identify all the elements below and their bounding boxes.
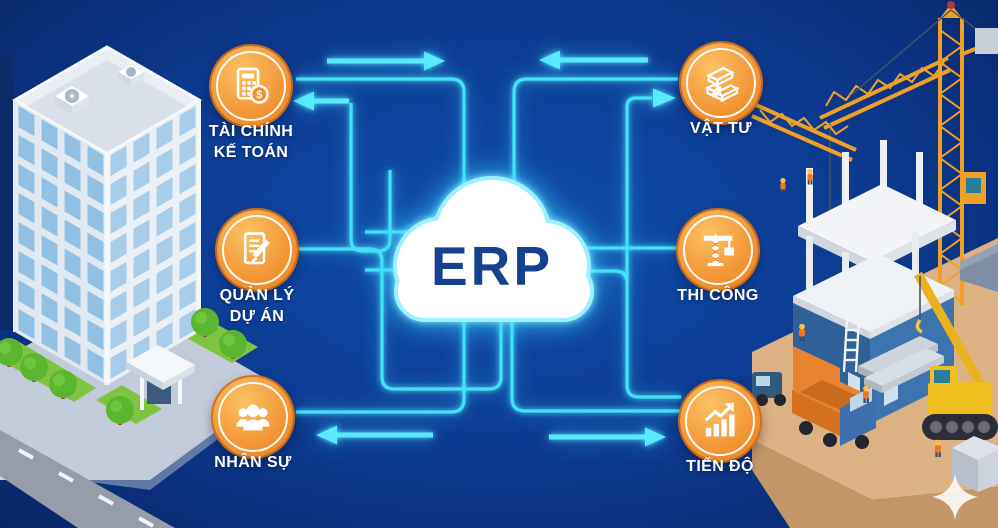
- document-pencil-icon: [243, 232, 270, 265]
- ladder: [842, 299, 862, 373]
- rooftop-ac-units: [55, 65, 144, 114]
- module-label-thi-cong: THI CÔNG: [677, 287, 759, 304]
- entrance-canopy: [127, 345, 195, 410]
- module-thi-cong: [678, 210, 758, 290]
- module-label-quan-ly-du-an: QUẢN LÝ DỰ ÁN: [219, 287, 295, 325]
- sparkle: [932, 474, 978, 520]
- module-vat-tu: [681, 43, 761, 123]
- module-quan-ly-du-an: [217, 210, 297, 290]
- dump-truck: [792, 374, 876, 449]
- flow-arrows: [293, 50, 676, 447]
- module-label-vat-tu: VẬT TƯ: [690, 120, 752, 137]
- module-tien-do: [680, 381, 760, 461]
- road: [0, 430, 175, 528]
- erp-title: ERP: [431, 235, 553, 297]
- office-building-illustration: [0, 45, 278, 528]
- container: [960, 244, 998, 292]
- module-label-nhan-su: NHÂN SỰ: [214, 454, 292, 471]
- mobile-crane: [914, 271, 998, 440]
- module-label-tai-chinh-ke-toan: TÀI CHÍNH KẾ TOÁN: [208, 123, 294, 161]
- tower-crane: [819, 1, 998, 305]
- calculator-finance-icon: $: [236, 67, 269, 104]
- people-icon: [236, 404, 270, 431]
- concrete-block: [952, 436, 998, 492]
- module-label-tien-do: TIẾN ĐỘ: [686, 458, 754, 475]
- module-tai-chinh-ke-toan: $: [211, 46, 291, 126]
- small-truck: [752, 372, 786, 406]
- svg-text:$: $: [256, 89, 263, 101]
- construction-site-illustration: [751, 1, 998, 528]
- bricks-icon: [704, 66, 740, 103]
- growth-chart-icon: [704, 402, 735, 437]
- office-tower: [11, 45, 203, 385]
- tower-crane-icon: [703, 233, 735, 267]
- module-nhan-su: [213, 377, 293, 457]
- background-building-silhouette: [0, 55, 13, 330]
- beam-stack: [858, 336, 944, 393]
